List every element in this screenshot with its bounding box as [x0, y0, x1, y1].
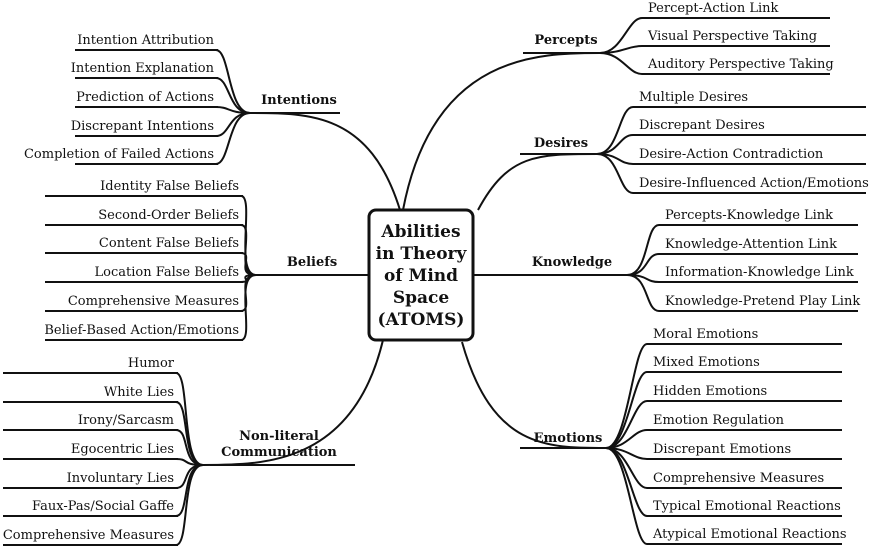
leaf-knowledge-4: Knowledge-Pretend Play Link — [665, 294, 860, 309]
leaf-emotions-6: Comprehensive Measures — [653, 471, 824, 486]
connector-emotions-8 — [605, 447, 648, 545]
connector-intentions-trunk — [249, 112, 401, 211]
leaf-percepts-1: Percept-Action Link — [648, 1, 779, 16]
connector-beliefs-6 — [240, 274, 257, 341]
leaf-percepts-2: Visual Perspective Taking — [647, 29, 817, 44]
connector-percepts-1 — [599, 17, 643, 54]
leaf-percepts-3: Auditory Perspective Taking — [647, 57, 834, 72]
leaf-emotions-1: Moral Emotions — [653, 327, 758, 342]
connector-desires-4 — [596, 153, 634, 194]
leaf-emotions-3: Hidden Emotions — [653, 384, 767, 399]
branch-label-intentions: Intentions — [261, 93, 337, 108]
center-line-2: in Theory — [376, 244, 468, 264]
leaf-nonliteral-5: Involuntary Lies — [67, 471, 174, 486]
branch-label-knowledge: Knowledge — [532, 255, 612, 270]
leaf-nonliteral-2: White Lies — [104, 385, 174, 400]
leaf-desires-2: Discrepant Desires — [639, 118, 765, 133]
leaf-emotions-2: Mixed Emotions — [653, 355, 760, 370]
connector-intentions-3 — [215, 106, 251, 114]
connector-desires-trunk — [477, 153, 598, 211]
connectors — [3, 17, 866, 546]
leaf-desires-1: Multiple Desires — [639, 90, 748, 105]
leaf-nonliteral-6: Faux-Pas/Social Gaffe — [32, 499, 174, 514]
leaf-intentions-5: Completion of Failed Actions — [24, 147, 214, 162]
center-line-1: Abilities — [380, 222, 460, 242]
leaf-nonliteral-3: Irony/Sarcasm — [78, 413, 174, 428]
branch-label-percepts: Percepts — [534, 33, 597, 48]
connector-knowledge-4 — [626, 274, 660, 312]
leaf-beliefs-2: Second-Order Beliefs — [98, 208, 239, 223]
leaf-desires-3: Desire-Action Contradiction — [639, 147, 824, 162]
leaf-emotions-5: Discrepant Emotions — [653, 442, 791, 457]
connector-percepts-trunk — [402, 52, 601, 211]
leaf-desires-4: Desire-Influenced Action/Emotions — [639, 176, 869, 191]
connector-percepts-3 — [599, 52, 643, 75]
center-box — [367, 208, 475, 342]
branch-label-desires: Desires — [534, 136, 588, 151]
branch-label-emotions: Emotions — [534, 431, 603, 446]
connector-beliefs-1 — [240, 195, 257, 276]
leaf-beliefs-3: Content False Beliefs — [99, 236, 239, 251]
center-node: Abilities in Theory of Mind Space (ATOMS… — [367, 208, 475, 342]
branch-intentions: Intentions Intention AttributionIntention… — [24, 33, 337, 162]
connector-nonliteral-1 — [175, 372, 204, 466]
branch-beliefs: Beliefs Identity False BeliefsSecond-Orde… — [44, 179, 337, 338]
leaf-intentions-1: Intention Attribution — [77, 33, 214, 48]
leaf-knowledge-2: Knowledge-Attention Link — [665, 237, 837, 252]
leaf-nonliteral-1: Humor — [128, 356, 175, 371]
center-line-3: of Mind — [384, 266, 458, 286]
leaf-emotions-8: Atypical Emotional Reactions — [652, 527, 847, 542]
center-line-5: (ATOMS) — [378, 310, 465, 330]
center-line-4: Space — [393, 288, 450, 308]
branch-label-nonliteral-line-2: Communication — [221, 445, 337, 460]
leaf-intentions-2: Intention Explanation — [71, 61, 215, 76]
leaf-intentions-3: Prediction of Actions — [76, 90, 214, 105]
connector-nonliteral-4 — [175, 458, 204, 466]
leaf-beliefs-4: Location False Beliefs — [95, 265, 240, 280]
leaf-intentions-4: Discrepant Intentions — [71, 119, 214, 134]
connector-nonliteral-7 — [175, 464, 204, 546]
branch-label-beliefs: Beliefs — [287, 255, 337, 270]
connector-emotions-1 — [605, 343, 648, 449]
leaf-knowledge-1: Percepts-Knowledge Link — [665, 208, 833, 223]
leaf-nonliteral-4: Egocentric Lies — [71, 442, 174, 457]
leaf-knowledge-3: Information-Knowledge Link — [665, 265, 854, 280]
leaf-emotions-4: Emotion Regulation — [653, 413, 785, 428]
leaf-beliefs-6: Belief-Based Action/Emotions — [44, 323, 239, 338]
connector-intentions-5 — [215, 112, 251, 165]
leaf-beliefs-1: Identity False Beliefs — [100, 179, 239, 194]
leaf-nonliteral-7: Comprehensive Measures — [3, 528, 174, 543]
connector-percepts-2 — [599, 45, 643, 54]
branch-knowledge: Knowledge Percepts-Knowledge LinkKnowledg… — [532, 208, 860, 309]
leaf-beliefs-5: Comprehensive Measures — [68, 294, 239, 309]
connector-intentions-1 — [215, 49, 251, 114]
branch-label-nonliteral-line-1: Non-literal — [239, 429, 319, 444]
leaf-emotions-7: Typical Emotional Reactions — [653, 499, 841, 514]
